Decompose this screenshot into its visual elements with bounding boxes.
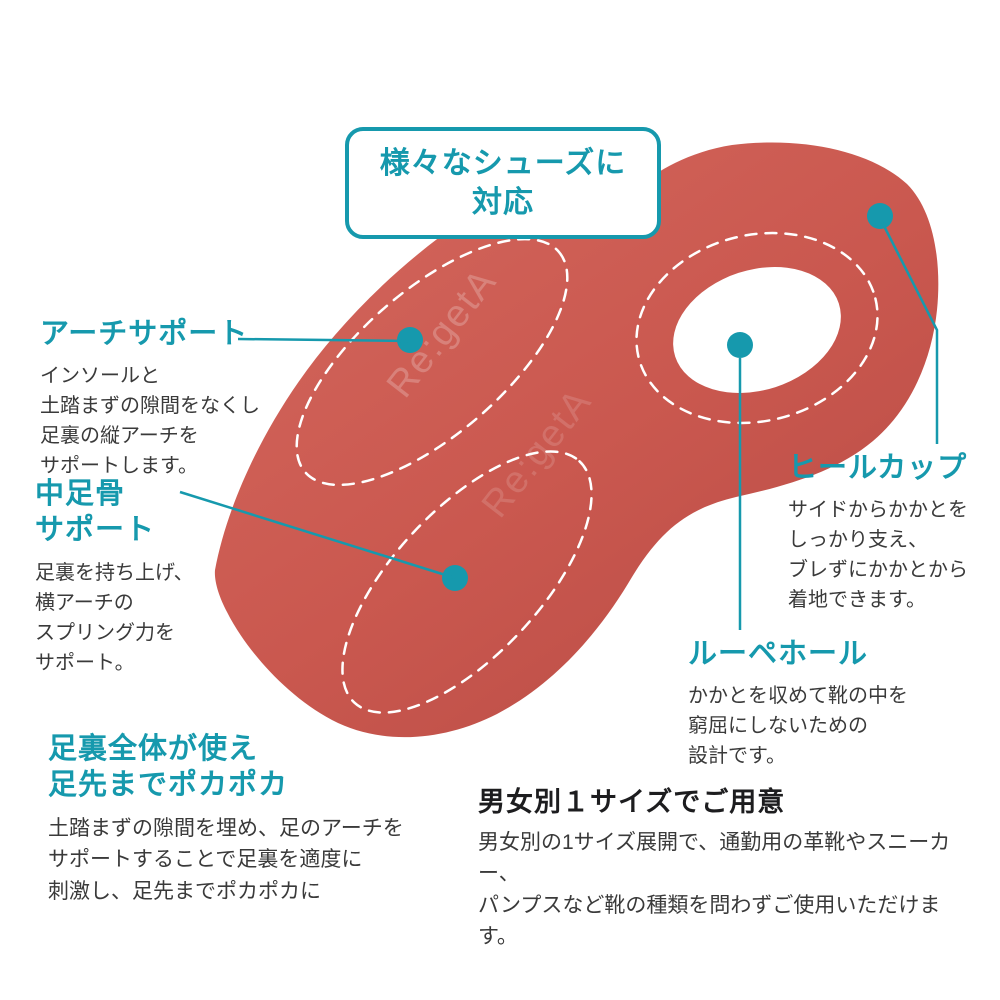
heel-hole <box>673 267 841 393</box>
metatarsal-zone-outline <box>341 450 593 714</box>
full-sole-warmth-title: 足裏全体が使え 足先までポカポカ <box>48 733 289 802</box>
loupe-hole-annotation: ルーペホール かかとを収めて靴の中を 窮屈にしないための 設計です。 <box>688 636 978 771</box>
size-availability-title: 男女別１サイズでご用意 <box>478 787 786 817</box>
full-sole-warmth-annotation: 足裏全体が使え 足先までポカポカ 土踏まずの隙間を埋め、足のアーチを サポートす… <box>48 731 448 907</box>
size-availability-body: 男女別の1サイズ展開で、通勤用の革靴やスニーカー、 パンプスなど靴の種類を問わず… <box>478 830 951 949</box>
heel-cup-title: ヒールカップ <box>788 452 968 484</box>
leader-line-metatarsal <box>179 490 456 580</box>
loupe-hole-body: かかとを収めて靴の中を 窮屈にしないための 設計です。 <box>688 685 908 768</box>
heel-zone-outline <box>635 231 879 425</box>
shoes-compatibility-callout: 様々なシューズに 対応 <box>345 127 661 239</box>
metatarsal-support-title: 中足骨 サポート <box>35 478 156 547</box>
leader-line-heel-cup <box>880 221 939 444</box>
metatarsal-support-body: 足裏を持ち上げ、 横アーチの スプリング力を サポート。 <box>35 561 194 674</box>
heel-cup-annotation: ヒールカップ サイドからかかとを しっかり支え、 ブレずにかかとから 着地できま… <box>788 450 998 615</box>
heel-cup-body: サイドからかかとを しっかり支え、 ブレずにかかとから 着地できます。 <box>788 499 968 612</box>
marker-dot-loupe-hole <box>727 332 753 358</box>
arch-support-annotation: アーチサポート インソールと 土踏まずの隙間をなくし 足裏の縦アーチを サポート… <box>40 316 340 481</box>
leader-line-arch <box>237 337 411 343</box>
arch-zone-outline <box>295 237 569 487</box>
metatarsal-support-annotation: 中足骨 サポート 足裏を持ち上げ、 横アーチの スプリング力を サポート。 <box>35 476 315 678</box>
loupe-hole-title: ルーペホール <box>688 638 869 670</box>
size-availability-annotation: 男女別１サイズでご用意 男女別の1サイズ展開で、通勤用の革靴やスニーカー、 パン… <box>478 786 978 953</box>
full-sole-warmth-body: 土踏まずの隙間を埋め、足のアーチを サポートすることで足裏を適度に 刺激し、足先… <box>48 816 404 903</box>
arch-support-body: インソールと 土踏まずの隙間をなくし 足裏の縦アーチを サポートします。 <box>40 365 260 478</box>
arch-support-title: アーチサポート <box>40 318 249 350</box>
marker-dot-heel-cup <box>867 203 893 229</box>
